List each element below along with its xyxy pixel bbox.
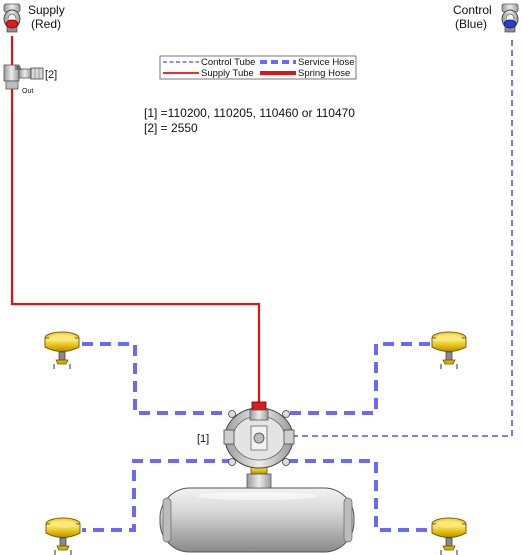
control-label-line1: Control bbox=[453, 3, 492, 17]
brake-chamber-front-left[interactable] bbox=[44, 331, 80, 370]
legend-control-tube-label: Control Tube bbox=[201, 57, 255, 68]
service-hose-rear-left bbox=[82, 459, 233, 532]
note-part-numbers-1: [1] =110200, 110205, 110460 or 110470 bbox=[144, 106, 355, 120]
valve-port-in: In bbox=[15, 65, 21, 72]
service-hoses bbox=[82, 342, 430, 532]
legend-service-hose-label: Service Hose bbox=[298, 57, 355, 68]
service-hose-front-left bbox=[82, 342, 233, 415]
brake-chamber-rear-left[interactable] bbox=[45, 517, 81, 555]
air-tank[interactable] bbox=[159, 487, 355, 553]
brake-chamber-rear-right[interactable] bbox=[431, 517, 467, 555]
relay-valve-ref-label: [1] bbox=[197, 433, 209, 445]
service-hose-front-right bbox=[287, 342, 430, 415]
control-tube-line bbox=[287, 40, 513, 437]
legend: Control Tube Service Hose Supply Tube Sp… bbox=[159, 55, 357, 80]
supply-tube-line bbox=[10, 36, 261, 404]
supply-label-line2: (Red) bbox=[31, 17, 61, 31]
check-valve-2550[interactable] bbox=[3, 64, 44, 90]
valve-port-out: Out bbox=[22, 88, 33, 95]
service-hose-rear-right bbox=[287, 459, 430, 532]
supply-connector[interactable] bbox=[3, 3, 21, 33]
control-label-line2: (Blue) bbox=[455, 17, 487, 31]
brake-chamber-front-right[interactable] bbox=[431, 331, 467, 370]
legend-supply-tube-label: Supply Tube bbox=[201, 68, 254, 79]
note-part-numbers-2: [2] = 2550 bbox=[144, 121, 198, 135]
supply-color-ring-icon bbox=[5, 19, 19, 29]
control-color-ring-icon bbox=[503, 19, 517, 29]
legend-spring-hose-label: Spring Hose bbox=[298, 68, 350, 79]
relay-valve[interactable] bbox=[223, 401, 295, 489]
supply-label-line1: Supply bbox=[28, 3, 65, 17]
control-connector[interactable] bbox=[501, 3, 519, 33]
valve-ref-label: [2] bbox=[45, 69, 57, 81]
